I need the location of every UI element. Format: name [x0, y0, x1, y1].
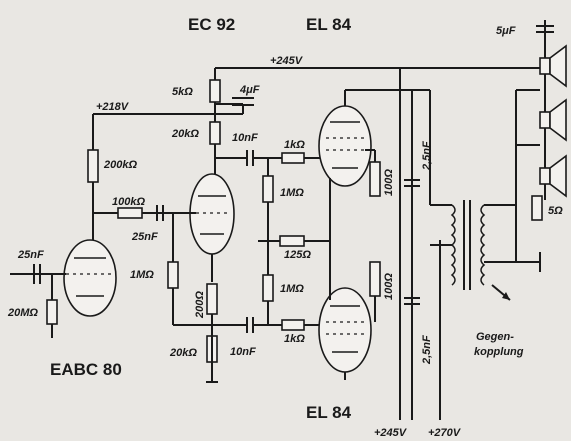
label-5u: 5μF [496, 25, 516, 37]
resistor-1k-top [281, 152, 305, 164]
label-4u: 4μF [239, 84, 260, 96]
resistor-1M-r1 [262, 175, 274, 203]
resistor-1M-r2 [262, 274, 274, 302]
tube-eabc80 [63, 239, 117, 317]
label-245-top: +245V [270, 55, 304, 67]
label-1M-r1: 1MΩ [280, 187, 304, 199]
resistor-100-top [369, 161, 381, 197]
label-125: 125Ω [284, 249, 311, 261]
resistor-20M [46, 299, 58, 325]
label-270: +270V [428, 427, 462, 439]
label-200k: 200kΩ [103, 159, 137, 171]
title-el84-bottom: EL 84 [306, 403, 352, 422]
label-1k-top: 1kΩ [284, 139, 305, 151]
label-feedback-2: kopplung [474, 346, 524, 358]
resistor-100k [117, 207, 143, 219]
label-218: +218V [96, 101, 130, 113]
label-1M-r2: 1MΩ [280, 283, 304, 295]
resistor-5k [209, 79, 221, 103]
tube-el84-top [318, 105, 372, 187]
resistor-1k-bottom [281, 319, 305, 331]
title-eabc80: EABC 80 [50, 360, 122, 379]
label-245-bottom: +245V [374, 427, 408, 439]
transformer-primary [450, 204, 456, 286]
feedback-arrow-head [502, 292, 510, 300]
resistor-125 [279, 235, 305, 247]
resistor-100-bottom [369, 261, 381, 297]
tube-ec92 [189, 173, 235, 255]
label-5k: 5kΩ [172, 86, 193, 98]
speaker-2 [539, 98, 567, 142]
label-20k-bottom: 20kΩ [169, 347, 197, 359]
label-20k-top: 20kΩ [171, 128, 199, 140]
label-1k-bottom: 1kΩ [284, 333, 305, 345]
resistor-1M-left [167, 261, 179, 289]
label-25n-mid: 25nF [131, 231, 158, 243]
label-200: 200Ω [194, 291, 206, 319]
resistor-200k [87, 149, 99, 183]
label-20M: 20MΩ [7, 307, 38, 319]
label-25n-right: 2,5nF [421, 141, 433, 171]
label-100k: 100kΩ [112, 196, 145, 208]
resistor-200 [206, 283, 218, 315]
tube-el84-bottom [318, 287, 372, 373]
label-100-top: 100Ω [383, 169, 395, 196]
title-ec92: EC 92 [188, 15, 235, 34]
label-5: 5Ω [548, 205, 563, 217]
title-el84-top: EL 84 [306, 15, 352, 34]
speaker-3 [539, 154, 567, 198]
label-1M-left: 1MΩ [130, 269, 154, 281]
resistor-5 [531, 195, 543, 221]
resistor-20k-top [209, 121, 221, 145]
label-25n-in: 25nF [17, 249, 44, 261]
label-25n-bottom: 2,5nF [421, 335, 433, 365]
label-100-bottom: 100Ω [383, 273, 395, 300]
speaker-1 [539, 44, 567, 88]
label-feedback-1: Gegen- [476, 331, 514, 343]
transformer-secondary [480, 204, 486, 286]
label-10n-bottom: 10nF [230, 346, 256, 358]
label-10n-top: 10nF [232, 132, 258, 144]
